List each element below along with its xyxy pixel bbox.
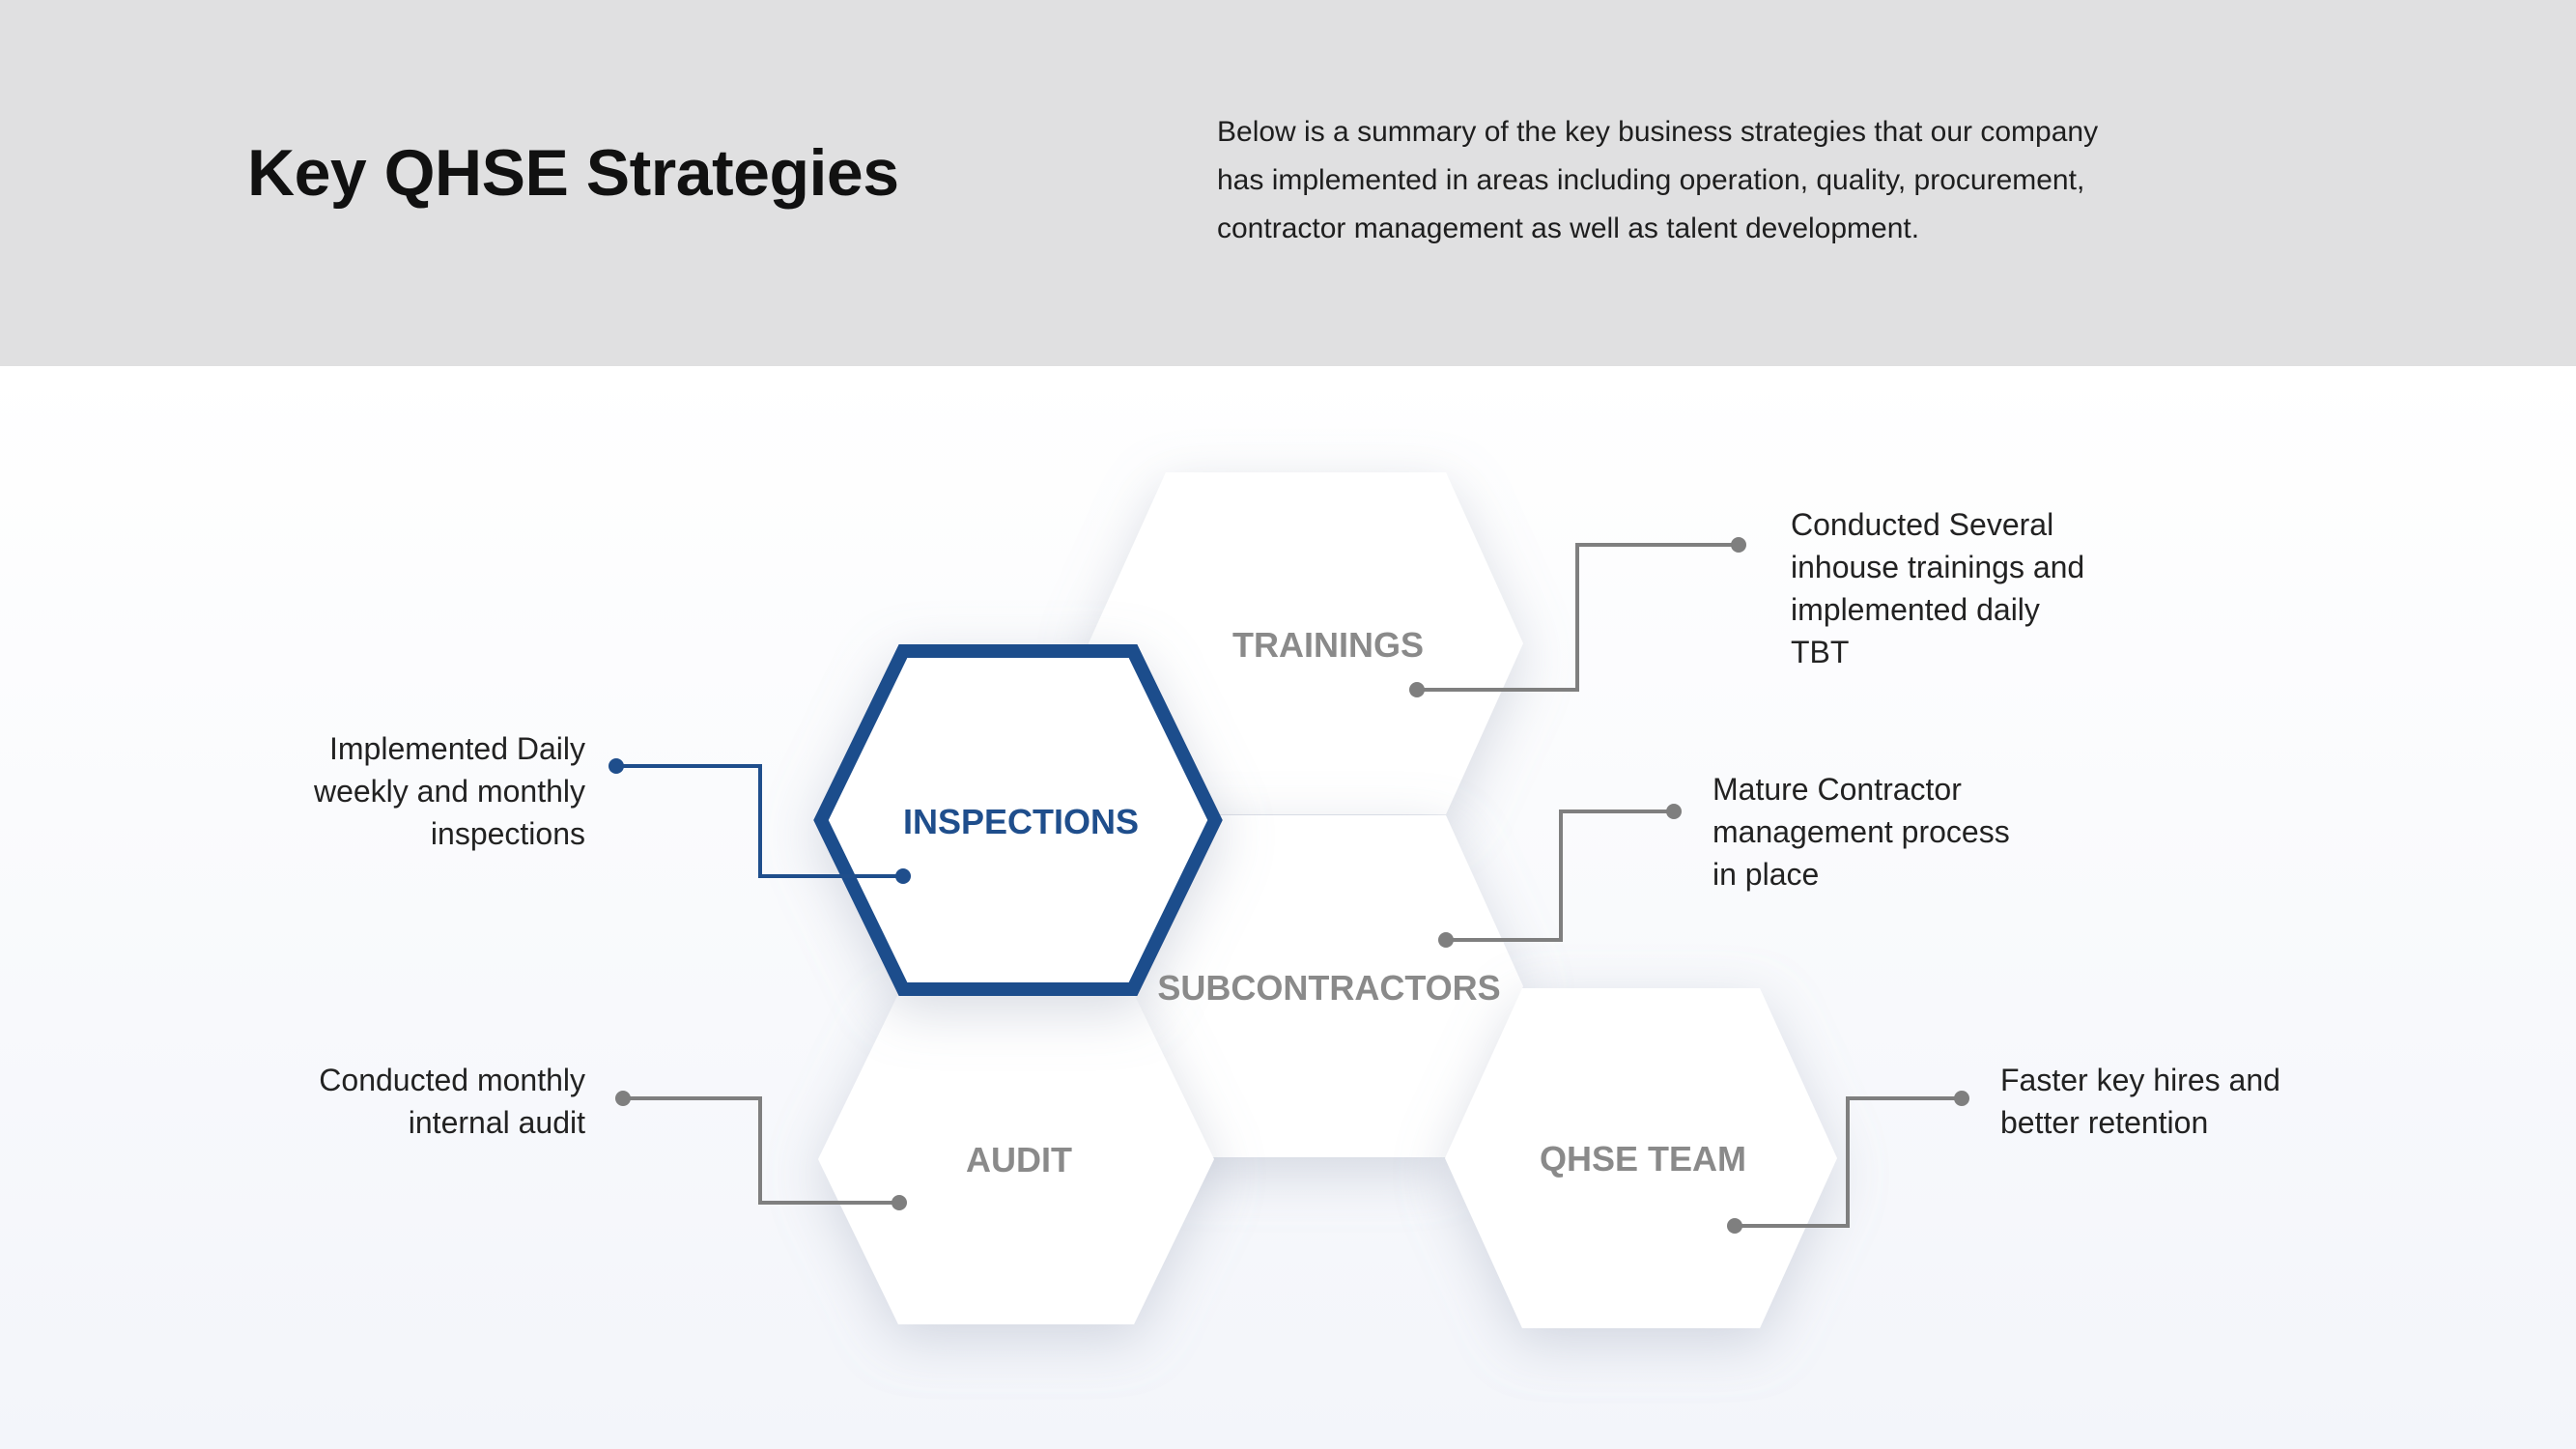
note-line: weekly and monthly: [313, 774, 585, 809]
connector-dot-audit-start: [615, 1091, 631, 1106]
note-line: inspections: [430, 816, 585, 851]
note-audit: Conducted monthly internal audit: [319, 1059, 585, 1144]
hexagon-diagram: TRAININGS INSPECTIONS SUBCONTRACTORS AUD…: [609, 472, 1969, 1328]
page-title: Key QHSE Strategies: [247, 136, 899, 210]
note-subcontractors: Mature Contractor management process in …: [1713, 768, 2010, 895]
note-line: TBT: [1791, 635, 1850, 669]
connector-dot-qhse-team-start: [1727, 1218, 1742, 1234]
note-line: Conducted Several: [1791, 507, 2054, 542]
connector-dot-inspections-end: [895, 868, 911, 884]
hex-label-qhse-team: QHSE TEAM: [1540, 1139, 1746, 1179]
hex-label-audit: AUDIT: [966, 1140, 1072, 1179]
note-line: implemented daily: [1791, 592, 2040, 627]
note-qhse-team: Faster key hires and better retention: [2000, 1059, 2280, 1144]
connector-trainings: [1417, 543, 1739, 692]
hex-qhse-team: [1445, 988, 1837, 1328]
note-line: management process: [1713, 814, 2010, 849]
note-line: better retention: [2000, 1105, 2209, 1140]
hex-trainings: [1089, 472, 1523, 814]
connector-dot-audit-end: [892, 1195, 907, 1210]
note-line: Conducted monthly: [319, 1063, 585, 1097]
connector-dot-subcontractors-end: [1666, 804, 1682, 819]
note-line: inhouse trainings and: [1791, 550, 2085, 584]
connector-inspections: [616, 764, 903, 878]
summary-text: Below is a summary of the key business s…: [1217, 116, 2099, 244]
hex-inspections: [813, 644, 1223, 996]
note-inspections: Implemented Daily weekly and monthly ins…: [314, 727, 585, 855]
connector-dot-trainings-start: [1409, 682, 1425, 697]
diagram-area: TRAININGS INSPECTIONS SUBCONTRACTORS AUD…: [0, 366, 2576, 1449]
connector-dot-trainings-end: [1731, 537, 1746, 553]
hex-label-trainings: TRAININGS: [1232, 625, 1424, 665]
connector-dot-subcontractors-start: [1438, 932, 1454, 948]
note-line: Implemented Daily: [329, 731, 585, 766]
header-band: Key QHSE Strategies Below is a summary o…: [0, 0, 2576, 366]
note-line: in place: [1713, 857, 1820, 892]
note-line: Faster key hires and: [2000, 1063, 2280, 1097]
hex-subcontractors: [1089, 815, 1523, 1157]
connector-qhse-team: [1735, 1096, 1962, 1228]
hex-audit: [818, 994, 1214, 1324]
note-trainings: Conducted Several inhouse trainings and …: [1791, 503, 2084, 673]
connector-dot-qhse-team-end: [1954, 1091, 1969, 1106]
note-line: Mature Contractor: [1713, 772, 1962, 807]
connector-subcontractors: [1446, 810, 1674, 942]
connector-dot-inspections-start: [609, 758, 624, 774]
note-line: internal audit: [408, 1105, 585, 1140]
hex-label-inspections: INSPECTIONS: [903, 802, 1139, 841]
connector-audit: [623, 1096, 899, 1205]
hex-label-subcontractors: SUBCONTRACTORS: [1157, 968, 1500, 1008]
